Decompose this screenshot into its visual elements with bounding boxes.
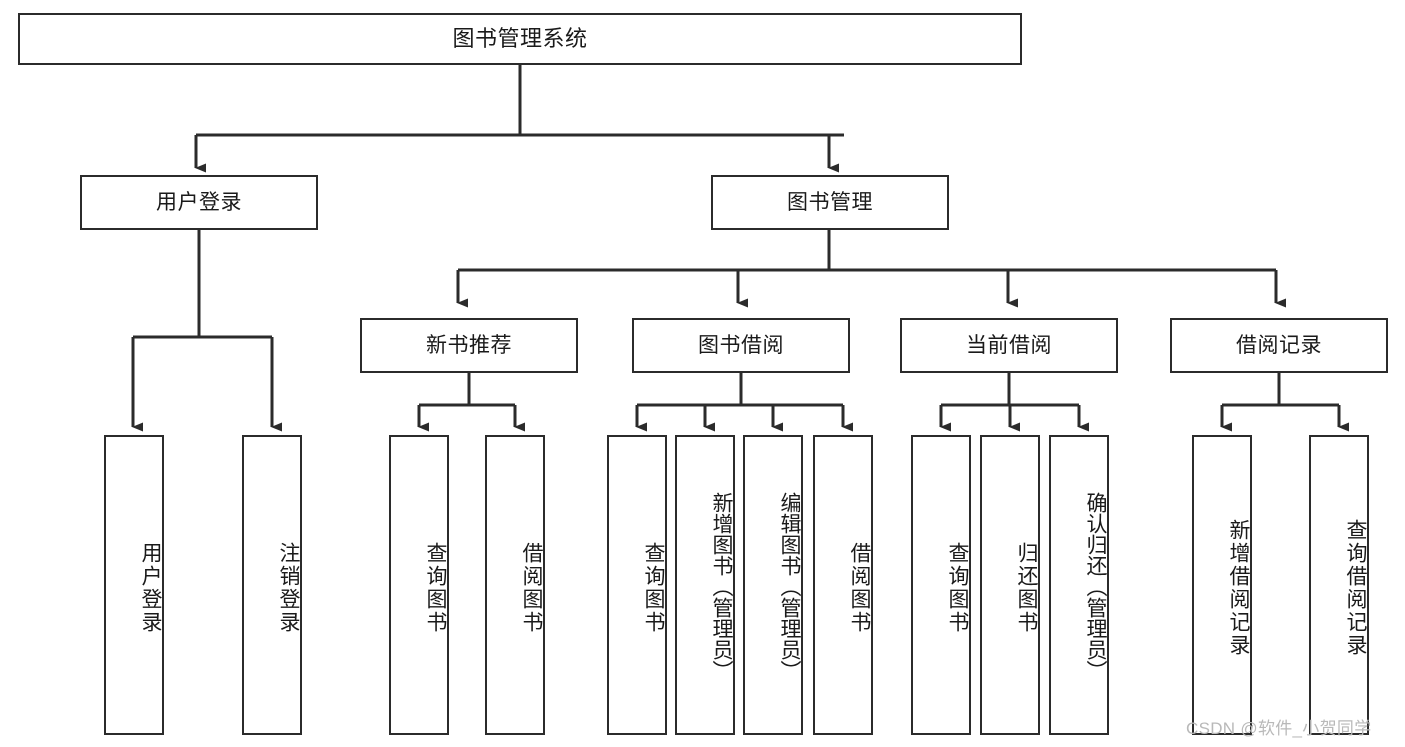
node-leaf-return-book[interactable]: 归还图书 xyxy=(980,435,1040,735)
node-leaf-query-book-2-label: 查询图书 xyxy=(642,542,665,634)
node-borrow-record-label: 借阅记录 xyxy=(1236,333,1322,357)
node-leaf-add-book[interactable]: 新增图书（管理员） xyxy=(675,435,735,735)
node-leaf-logout[interactable]: 注销登录 xyxy=(242,435,302,735)
node-root-label: 图书管理系统 xyxy=(452,25,588,51)
node-leaf-query-book-1-label: 查询图书 xyxy=(424,542,447,634)
node-leaf-borrow-book-2-label: 借阅图书 xyxy=(848,542,871,634)
node-leaf-return-book-label: 归还图书 xyxy=(1015,542,1038,634)
node-book-manage-label: 图书管理 xyxy=(787,190,873,214)
node-leaf-add-record[interactable]: 新增借阅记录 xyxy=(1192,435,1252,735)
node-leaf-user-login-label: 用户登录 xyxy=(139,542,162,634)
node-book-borrow-label: 图书借阅 xyxy=(698,333,784,357)
node-root[interactable]: 图书管理系统 xyxy=(18,13,1022,65)
node-new-book-rec-label: 新书推荐 xyxy=(426,333,512,357)
node-leaf-query-book-3[interactable]: 查询图书 xyxy=(911,435,971,735)
node-leaf-query-record[interactable]: 查询借阅记录 xyxy=(1309,435,1369,735)
node-book-manage[interactable]: 图书管理 xyxy=(711,175,949,230)
node-leaf-add-book-label: 新增图书（管理员） xyxy=(710,492,733,681)
node-user-login[interactable]: 用户登录 xyxy=(80,175,318,230)
node-leaf-borrow-book-2[interactable]: 借阅图书 xyxy=(813,435,873,735)
node-leaf-confirm-return-label: 确认归还（管理员） xyxy=(1084,492,1107,681)
node-current-borrow[interactable]: 当前借阅 xyxy=(900,318,1118,373)
node-leaf-edit-book[interactable]: 编辑图书（管理员） xyxy=(743,435,803,735)
node-leaf-borrow-book-1-label: 借阅图书 xyxy=(520,542,543,634)
node-new-book-rec[interactable]: 新书推荐 xyxy=(360,318,578,373)
node-leaf-query-book-2[interactable]: 查询图书 xyxy=(607,435,667,735)
node-leaf-logout-label: 注销登录 xyxy=(277,542,300,634)
node-leaf-query-book-3-label: 查询图书 xyxy=(946,542,969,634)
watermark-text: CSDN @软件_小贺同学 xyxy=(1186,719,1372,738)
node-user-login-label: 用户登录 xyxy=(156,190,242,214)
node-leaf-edit-book-label: 编辑图书（管理员） xyxy=(778,492,801,681)
node-leaf-confirm-return[interactable]: 确认归还（管理员） xyxy=(1049,435,1109,735)
node-borrow-record[interactable]: 借阅记录 xyxy=(1170,318,1388,373)
node-leaf-user-login[interactable]: 用户登录 xyxy=(104,435,164,735)
node-leaf-add-record-label: 新增借阅记录 xyxy=(1227,519,1250,657)
node-leaf-query-book-1[interactable]: 查询图书 xyxy=(389,435,449,735)
node-book-borrow[interactable]: 图书借阅 xyxy=(632,318,850,373)
node-leaf-query-record-label: 查询借阅记录 xyxy=(1344,519,1367,657)
node-current-borrow-label: 当前借阅 xyxy=(966,333,1052,357)
node-leaf-borrow-book-1[interactable]: 借阅图书 xyxy=(485,435,545,735)
